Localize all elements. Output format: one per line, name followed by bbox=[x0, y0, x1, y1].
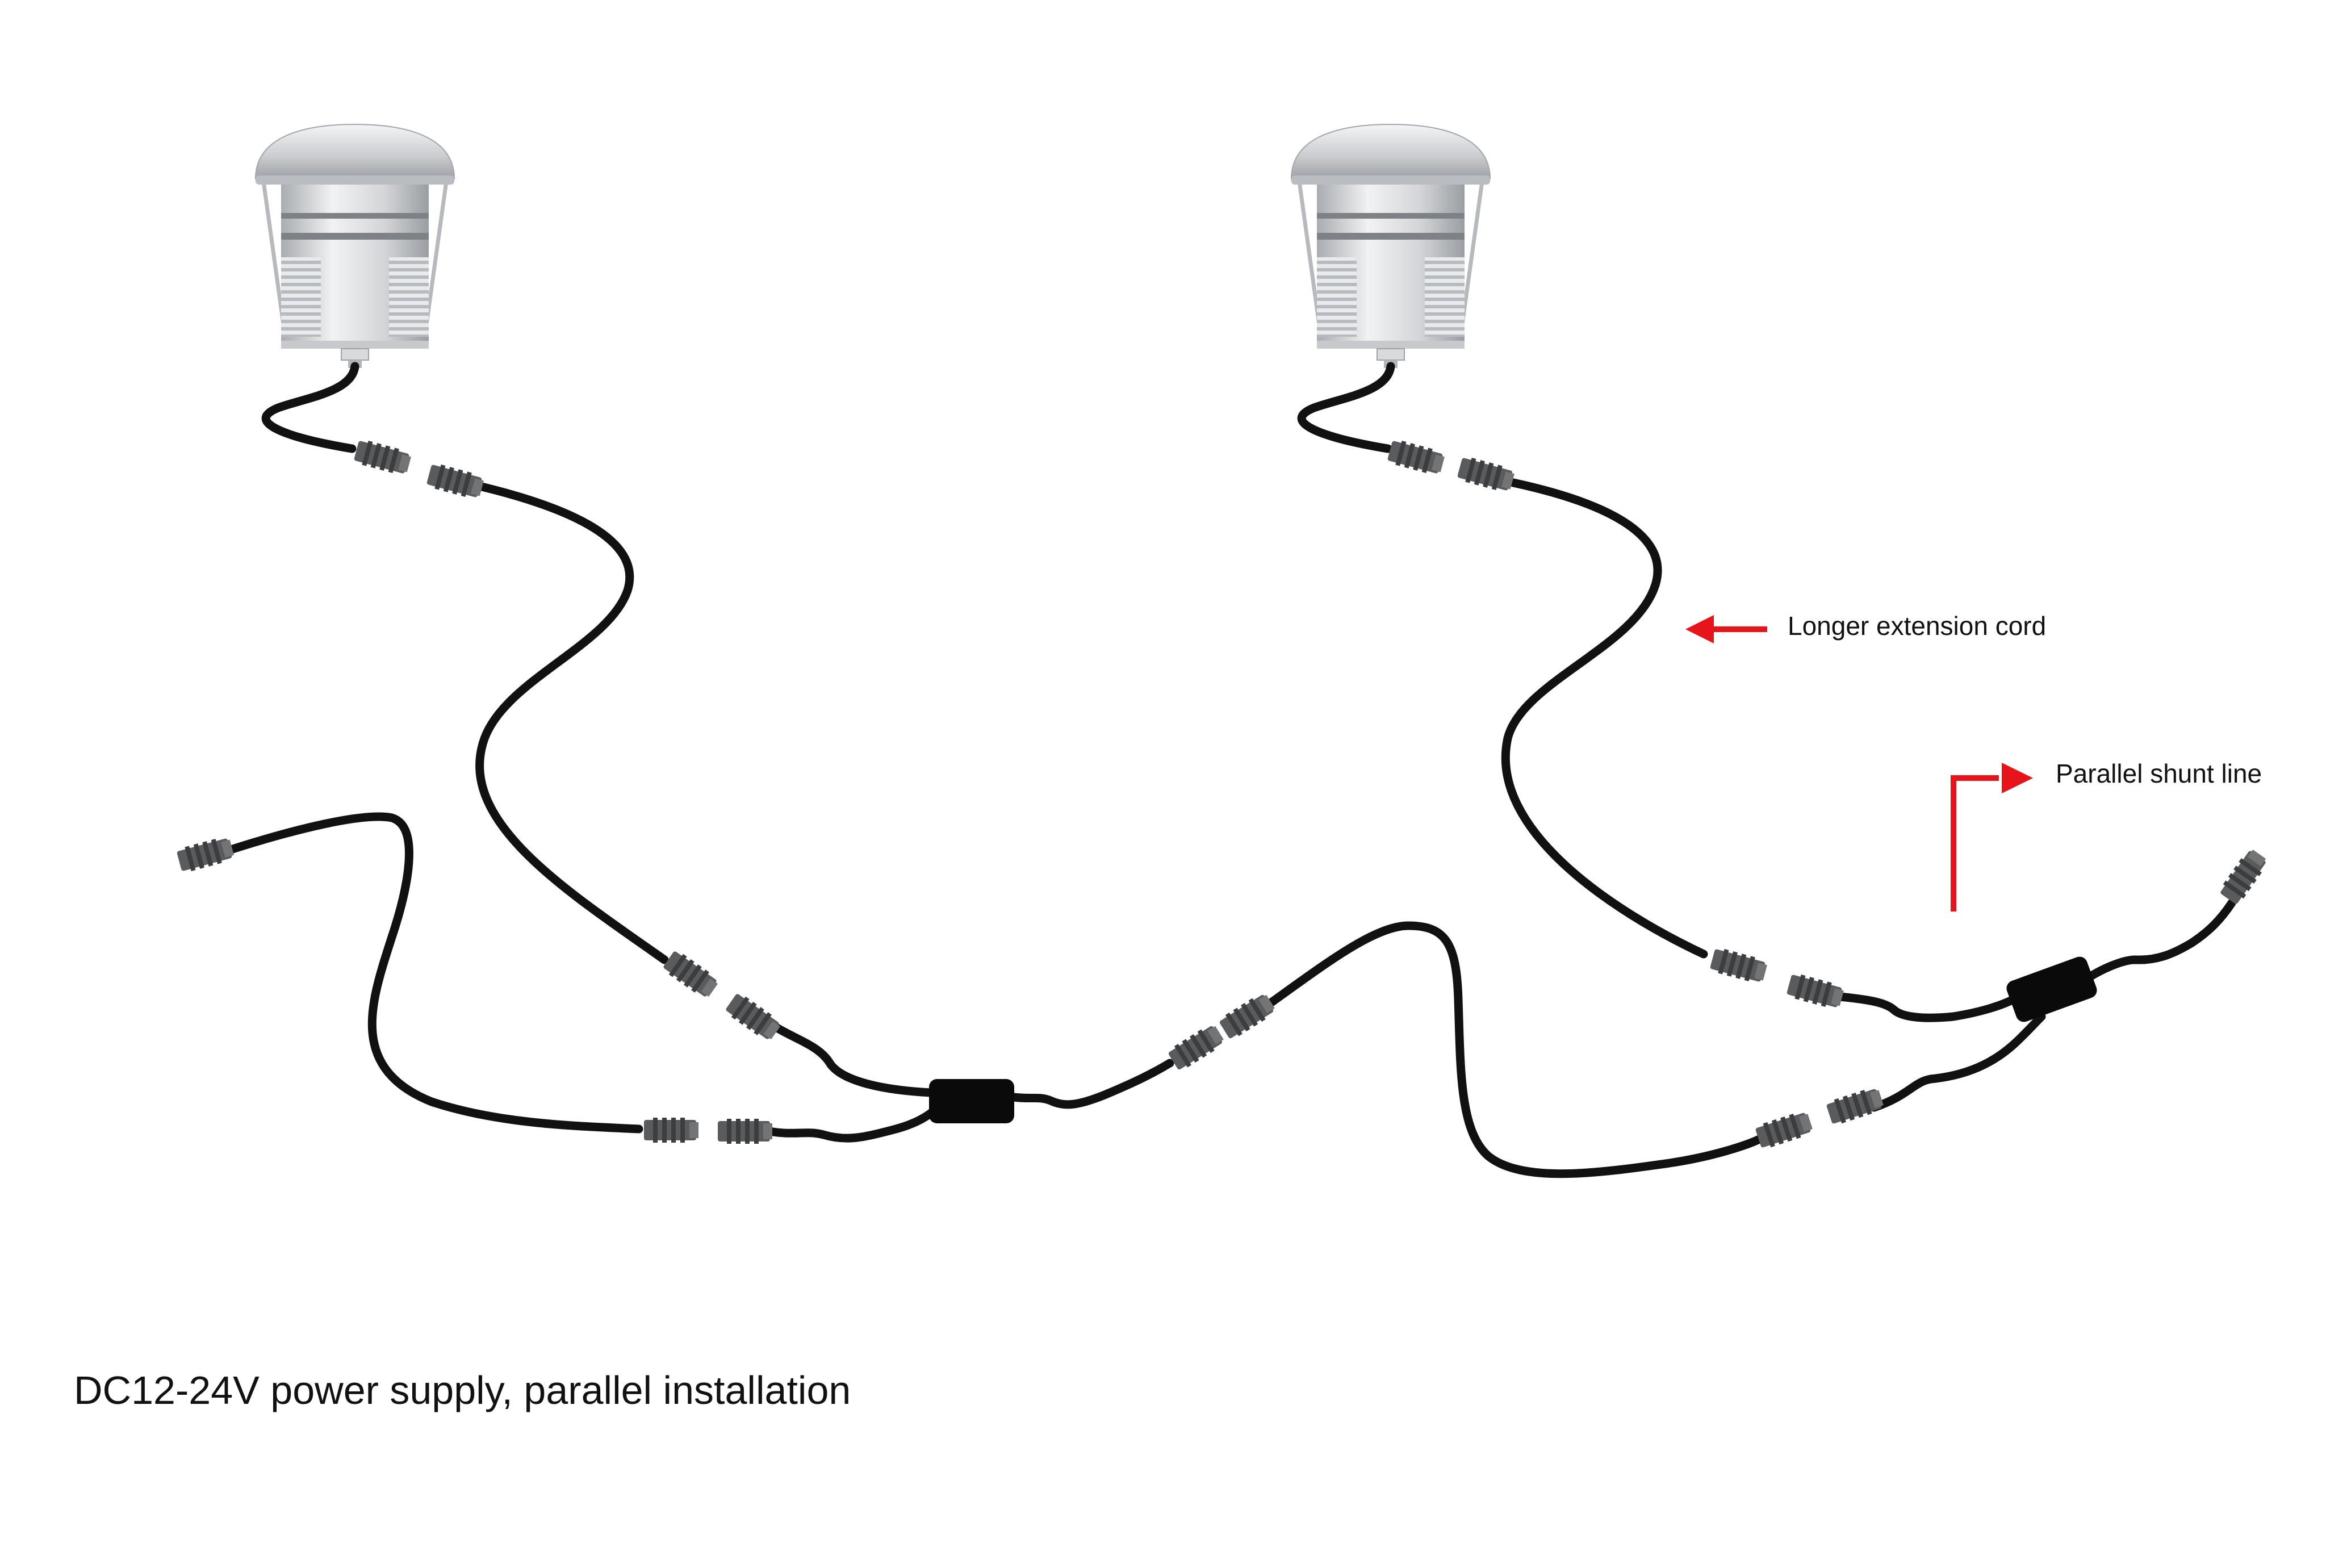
lamp-right-icon bbox=[1291, 124, 1490, 368]
splitter-left-icon bbox=[929, 1079, 1014, 1123]
lamp-left-icon bbox=[256, 124, 454, 368]
connector-icon bbox=[1386, 438, 1446, 477]
trunk-to-right-splitter-cable bbox=[1869, 1012, 2046, 1112]
connector-icon bbox=[718, 1119, 772, 1144]
diagram-caption: DC12-24V power supply, parallel installa… bbox=[74, 1368, 851, 1412]
splitter-left-link-cable bbox=[765, 1097, 947, 1143]
parallel-shunt-label: Parallel shunt line bbox=[2056, 759, 2262, 788]
trunk-loop-cable bbox=[1259, 921, 1765, 1178]
splitter-right-icon bbox=[2006, 956, 2097, 1022]
left-to-right-trunk-cable bbox=[1009, 1059, 1174, 1109]
parallel-shunt-cable bbox=[2077, 898, 2236, 987]
lamp-right-lead-cable bbox=[1297, 362, 1395, 453]
connector-icon bbox=[1218, 990, 1278, 1042]
connector-icon bbox=[1785, 972, 1845, 1011]
left-extension-cord bbox=[472, 481, 669, 964]
parallel-shunt-arrow-icon bbox=[1951, 763, 2033, 911]
connector-icon bbox=[175, 835, 235, 874]
connector-icon bbox=[1166, 1022, 1227, 1073]
connector-icon bbox=[723, 991, 783, 1043]
lamp-left-lead-cable bbox=[261, 362, 359, 453]
left-drop-cable bbox=[768, 1021, 936, 1097]
connector-icon bbox=[1456, 455, 1516, 494]
feed-in-cable bbox=[228, 812, 643, 1134]
right-drop-cable bbox=[1835, 992, 2018, 1022]
connector-icon bbox=[1754, 1109, 1814, 1151]
connector-icon bbox=[1709, 946, 1768, 985]
extension-cord-label: Longer extension cord bbox=[1788, 611, 2047, 641]
connector-icon bbox=[1825, 1085, 1885, 1127]
right-extension-cord bbox=[1501, 478, 1708, 959]
connector-icon bbox=[353, 438, 412, 477]
connector-icon bbox=[661, 948, 721, 1001]
extension-cord-arrow-icon bbox=[1685, 615, 1767, 643]
connector-icon bbox=[425, 462, 485, 501]
connector-icon bbox=[2218, 847, 2270, 906]
connector-icon bbox=[644, 1118, 698, 1143]
